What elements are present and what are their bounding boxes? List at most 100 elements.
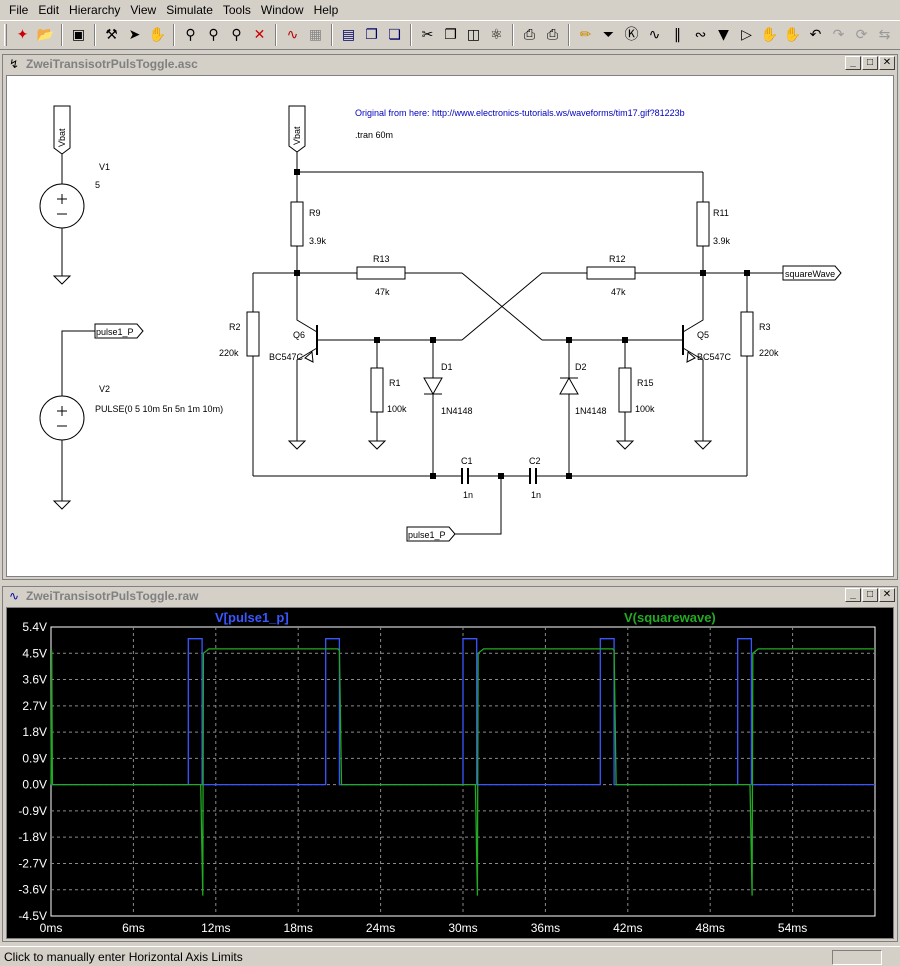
trace-label-pulse1[interactable]: V[pulse1_p] <box>215 610 289 625</box>
component-icon[interactable]: ▷ <box>741 27 752 43</box>
square-wave-flag <box>782 265 842 281</box>
zoom-cancel-icon[interactable]: ✕ <box>253 27 266 43</box>
toolbar-separator <box>275 24 277 46</box>
d2-name: D2 <box>575 362 587 372</box>
cross-wire <box>461 272 543 341</box>
wire-icon[interactable]: ✏ <box>579 27 592 43</box>
r13-value: 47k <box>375 287 390 297</box>
redo-icon[interactable]: ↷ <box>832 27 845 43</box>
trace-pulse1 <box>51 638 875 786</box>
label-icon[interactable]: Ⓚ <box>624 27 639 43</box>
tile-horizontal-icon[interactable]: ▤ <box>341 27 356 43</box>
d1-value: 1N4148 <box>441 406 473 416</box>
r3-value: 220k <box>759 348 779 358</box>
menu-edit[interactable]: Edit <box>38 3 60 17</box>
move-icon[interactable]: ✋ <box>760 27 779 43</box>
undo-icon[interactable]: ↶ <box>809 27 822 43</box>
inductor-icon[interactable]: ∾ <box>694 27 707 43</box>
trace-label-squarewave[interactable]: V(squarewave) <box>624 610 716 625</box>
cascade-icon[interactable]: ❐ <box>365 27 378 43</box>
zoom-out-icon[interactable]: ⚲ <box>231 27 242 43</box>
zoom-in-icon[interactable]: ⚲ <box>185 27 196 43</box>
v2-name: V2 <box>99 384 110 394</box>
find-icon[interactable]: ⚛ <box>490 27 503 43</box>
waveform-icon: ∿ <box>8 589 20 603</box>
copy-icon[interactable]: ❐ <box>444 27 457 43</box>
halt-icon[interactable]: ✋ <box>148 27 167 43</box>
close-all-icon[interactable]: ❏ <box>388 27 401 43</box>
control-panel-icon[interactable]: ⚒ <box>105 27 118 43</box>
zoom-extents-icon[interactable]: ⚲ <box>208 27 219 43</box>
run-icon[interactable]: ➤ <box>128 27 141 43</box>
y-tick-label: 0.9V <box>22 751 47 765</box>
print-icon[interactable]: ⎙ <box>546 27 559 43</box>
save-icon[interactable]: ▣ <box>71 27 86 43</box>
q6-value: BC547C <box>269 352 304 362</box>
x-tick-label: 48ms <box>696 921 725 935</box>
close-button[interactable]: ✕ <box>879 56 895 70</box>
maximize-button[interactable]: □ <box>862 588 878 602</box>
x-tick-label: 18ms <box>284 921 313 935</box>
drag-icon[interactable]: ✋ <box>783 27 802 43</box>
junctions <box>294 169 750 479</box>
menu-tools[interactable]: Tools <box>222 3 251 17</box>
waveform-titlebar[interactable]: ∿ ZweiTransisotrPulsToggle.raw _ □ ✕ <box>3 587 897 605</box>
d2-value: 1N4148 <box>575 406 607 416</box>
toolbar-grip[interactable] <box>4 24 7 46</box>
r3-name: R3 <box>759 322 771 332</box>
x-tick-label: 36ms <box>531 921 560 935</box>
y-tick-label: -1.8V <box>18 830 47 844</box>
open-icon[interactable]: 📂 <box>36 27 55 43</box>
x-tick-label: 24ms <box>366 921 395 935</box>
x-tick-label: 12ms <box>201 921 230 935</box>
maximize-button[interactable]: □ <box>862 56 878 70</box>
menu-help[interactable]: Help <box>313 3 339 17</box>
q5-value: BC547C <box>697 352 732 362</box>
capacitor-icon[interactable]: ‖ <box>674 27 681 43</box>
menu-view[interactable]: View <box>130 3 157 17</box>
schematic-titlebar[interactable]: ↯ ZweiTransisotrPulsToggle.asc _ □ ✕ <box>3 55 897 73</box>
cut-icon[interactable]: ✂ <box>421 27 434 43</box>
status-bar: Click to manually enter Horizontal Axis … <box>0 946 900 966</box>
vbat-top-flag <box>288 105 306 153</box>
r2-name: R2 <box>229 322 241 332</box>
q5-name: Q5 <box>697 330 709 340</box>
ground-q6 <box>287 440 307 450</box>
new-schematic-icon[interactable]: ✦ <box>16 27 29 43</box>
waveform-icon[interactable]: ▦ <box>308 27 323 43</box>
y-tick-label: -2.7V <box>18 856 47 870</box>
paste-icon[interactable]: ◫ <box>466 27 481 43</box>
menu-hierarchy[interactable]: Hierarchy <box>69 3 121 17</box>
toolbar-separator <box>410 24 412 46</box>
r15-name: R15 <box>637 378 654 388</box>
toolbar-separator <box>512 24 514 46</box>
menu-simulate[interactable]: Simulate <box>166 3 213 17</box>
y-tick-label: 4.5V <box>22 646 47 660</box>
minimize-button[interactable]: _ <box>845 588 861 602</box>
resistor-icon[interactable]: ∿ <box>648 27 661 43</box>
minimize-button[interactable]: _ <box>845 56 861 70</box>
x-tick-label: 0ms <box>40 921 63 935</box>
toolbar: ✦ 📂 ▣ ⚒ ➤ ✋ ⚲ ⚲ ⚲ ✕ ∿ ▦ ▤ ❐ ❏ ✂ ❐ ◫ ⚛ ⎙ … <box>0 20 900 50</box>
menu-window[interactable]: Window <box>260 3 304 17</box>
schematic-icon: ↯ <box>8 57 20 71</box>
close-button[interactable]: ✕ <box>879 588 895 602</box>
print-setup-icon[interactable]: ⎙ <box>523 27 536 43</box>
ground-q5 <box>693 440 713 450</box>
v1-name: V1 <box>99 162 110 172</box>
rotate-icon[interactable]: ⟳ <box>855 27 868 43</box>
waveform-autorange-icon[interactable]: ∿ <box>286 27 299 43</box>
waveform-title: ZweiTransisotrPulsToggle.raw <box>26 589 199 603</box>
menu-file[interactable]: File <box>9 3 29 17</box>
schematic-title: ZweiTransisotrPulsToggle.asc <box>26 57 198 71</box>
diode-icon[interactable]: ▼ <box>718 27 729 43</box>
schematic-canvas[interactable]: Vbat Vbat pulse1_P pulse1_P squareWave O… <box>6 75 894 577</box>
vbat-top-label: Vbat <box>292 126 302 145</box>
ground-icon[interactable]: ⏷ <box>602 27 615 43</box>
r11-value: 3.9k <box>713 236 731 246</box>
mirror-icon[interactable]: ⇆ <box>878 27 891 43</box>
y-tick-label: 1.8V <box>22 725 47 739</box>
y-tick-label: 3.6V <box>22 673 47 687</box>
v1-value: 5 <box>95 180 100 190</box>
